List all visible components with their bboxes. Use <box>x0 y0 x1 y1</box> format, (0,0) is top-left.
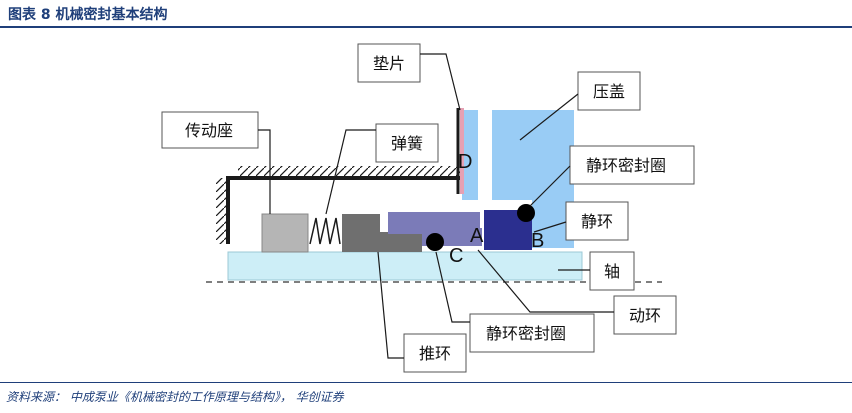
label-stationary-seal-ring: 静环密封圈 <box>569 145 695 185</box>
shaft-body <box>227 251 583 281</box>
label-drive-seat: 传动座 <box>161 111 259 149</box>
label-gasket: 垫片 <box>357 43 421 83</box>
letter-c: C <box>449 245 463 267</box>
figure-title: 图表 8 机械密封基本结构 <box>8 7 168 23</box>
stationary-seal-ring-circle <box>517 204 535 222</box>
svg-text:压盖: 压盖 <box>593 82 625 101</box>
label-gland: 压盖 <box>577 71 641 111</box>
source-note: 资料来源： 中成泵业《机械密封的工作原理与结构》， 华创证券 <box>6 390 344 404</box>
letter-a: A <box>470 225 484 247</box>
label-shaft: 轴 <box>589 251 635 291</box>
svg-text:动环: 动环 <box>629 306 661 325</box>
letter-d: D <box>458 151 472 173</box>
figure-footer: 资料来源： 中成泵业《机械密封的工作原理与结构》， 华创证券 <box>0 382 852 413</box>
svg-text:传动座: 传动座 <box>185 121 233 140</box>
svg-text:推环: 推环 <box>419 344 451 363</box>
push-ring-block <box>342 214 380 252</box>
figure-header: 图表 8 机械密封基本结构 <box>0 0 852 28</box>
housing-left-hatch <box>216 178 228 244</box>
housing-hatch <box>228 166 460 178</box>
gasket-body <box>460 108 464 194</box>
letter-b: B <box>531 230 544 252</box>
svg-text:静环密封圈: 静环密封圈 <box>486 324 566 343</box>
spring-coil <box>309 217 341 245</box>
svg-text:静环密封圈: 静环密封圈 <box>586 156 666 175</box>
svg-text:弹簧: 弹簧 <box>391 134 423 153</box>
drive-seat-block <box>261 213 309 253</box>
svg-text:静环: 静环 <box>581 212 613 231</box>
push-ring-tail <box>380 232 422 252</box>
rotating-seal-ring-circle <box>426 233 444 251</box>
svg-text:垫片: 垫片 <box>373 54 405 73</box>
gland-slot <box>478 110 492 206</box>
label-rotating-ring: 动环 <box>613 295 677 335</box>
leader-lines <box>258 53 614 359</box>
label-push-ring: 推环 <box>403 333 467 373</box>
label-rotating-seal-ring: 静环密封圈 <box>469 313 595 353</box>
label-spring: 弹簧 <box>375 123 439 163</box>
label-stationary-ring: 静环 <box>565 201 629 241</box>
svg-text:轴: 轴 <box>604 262 620 281</box>
